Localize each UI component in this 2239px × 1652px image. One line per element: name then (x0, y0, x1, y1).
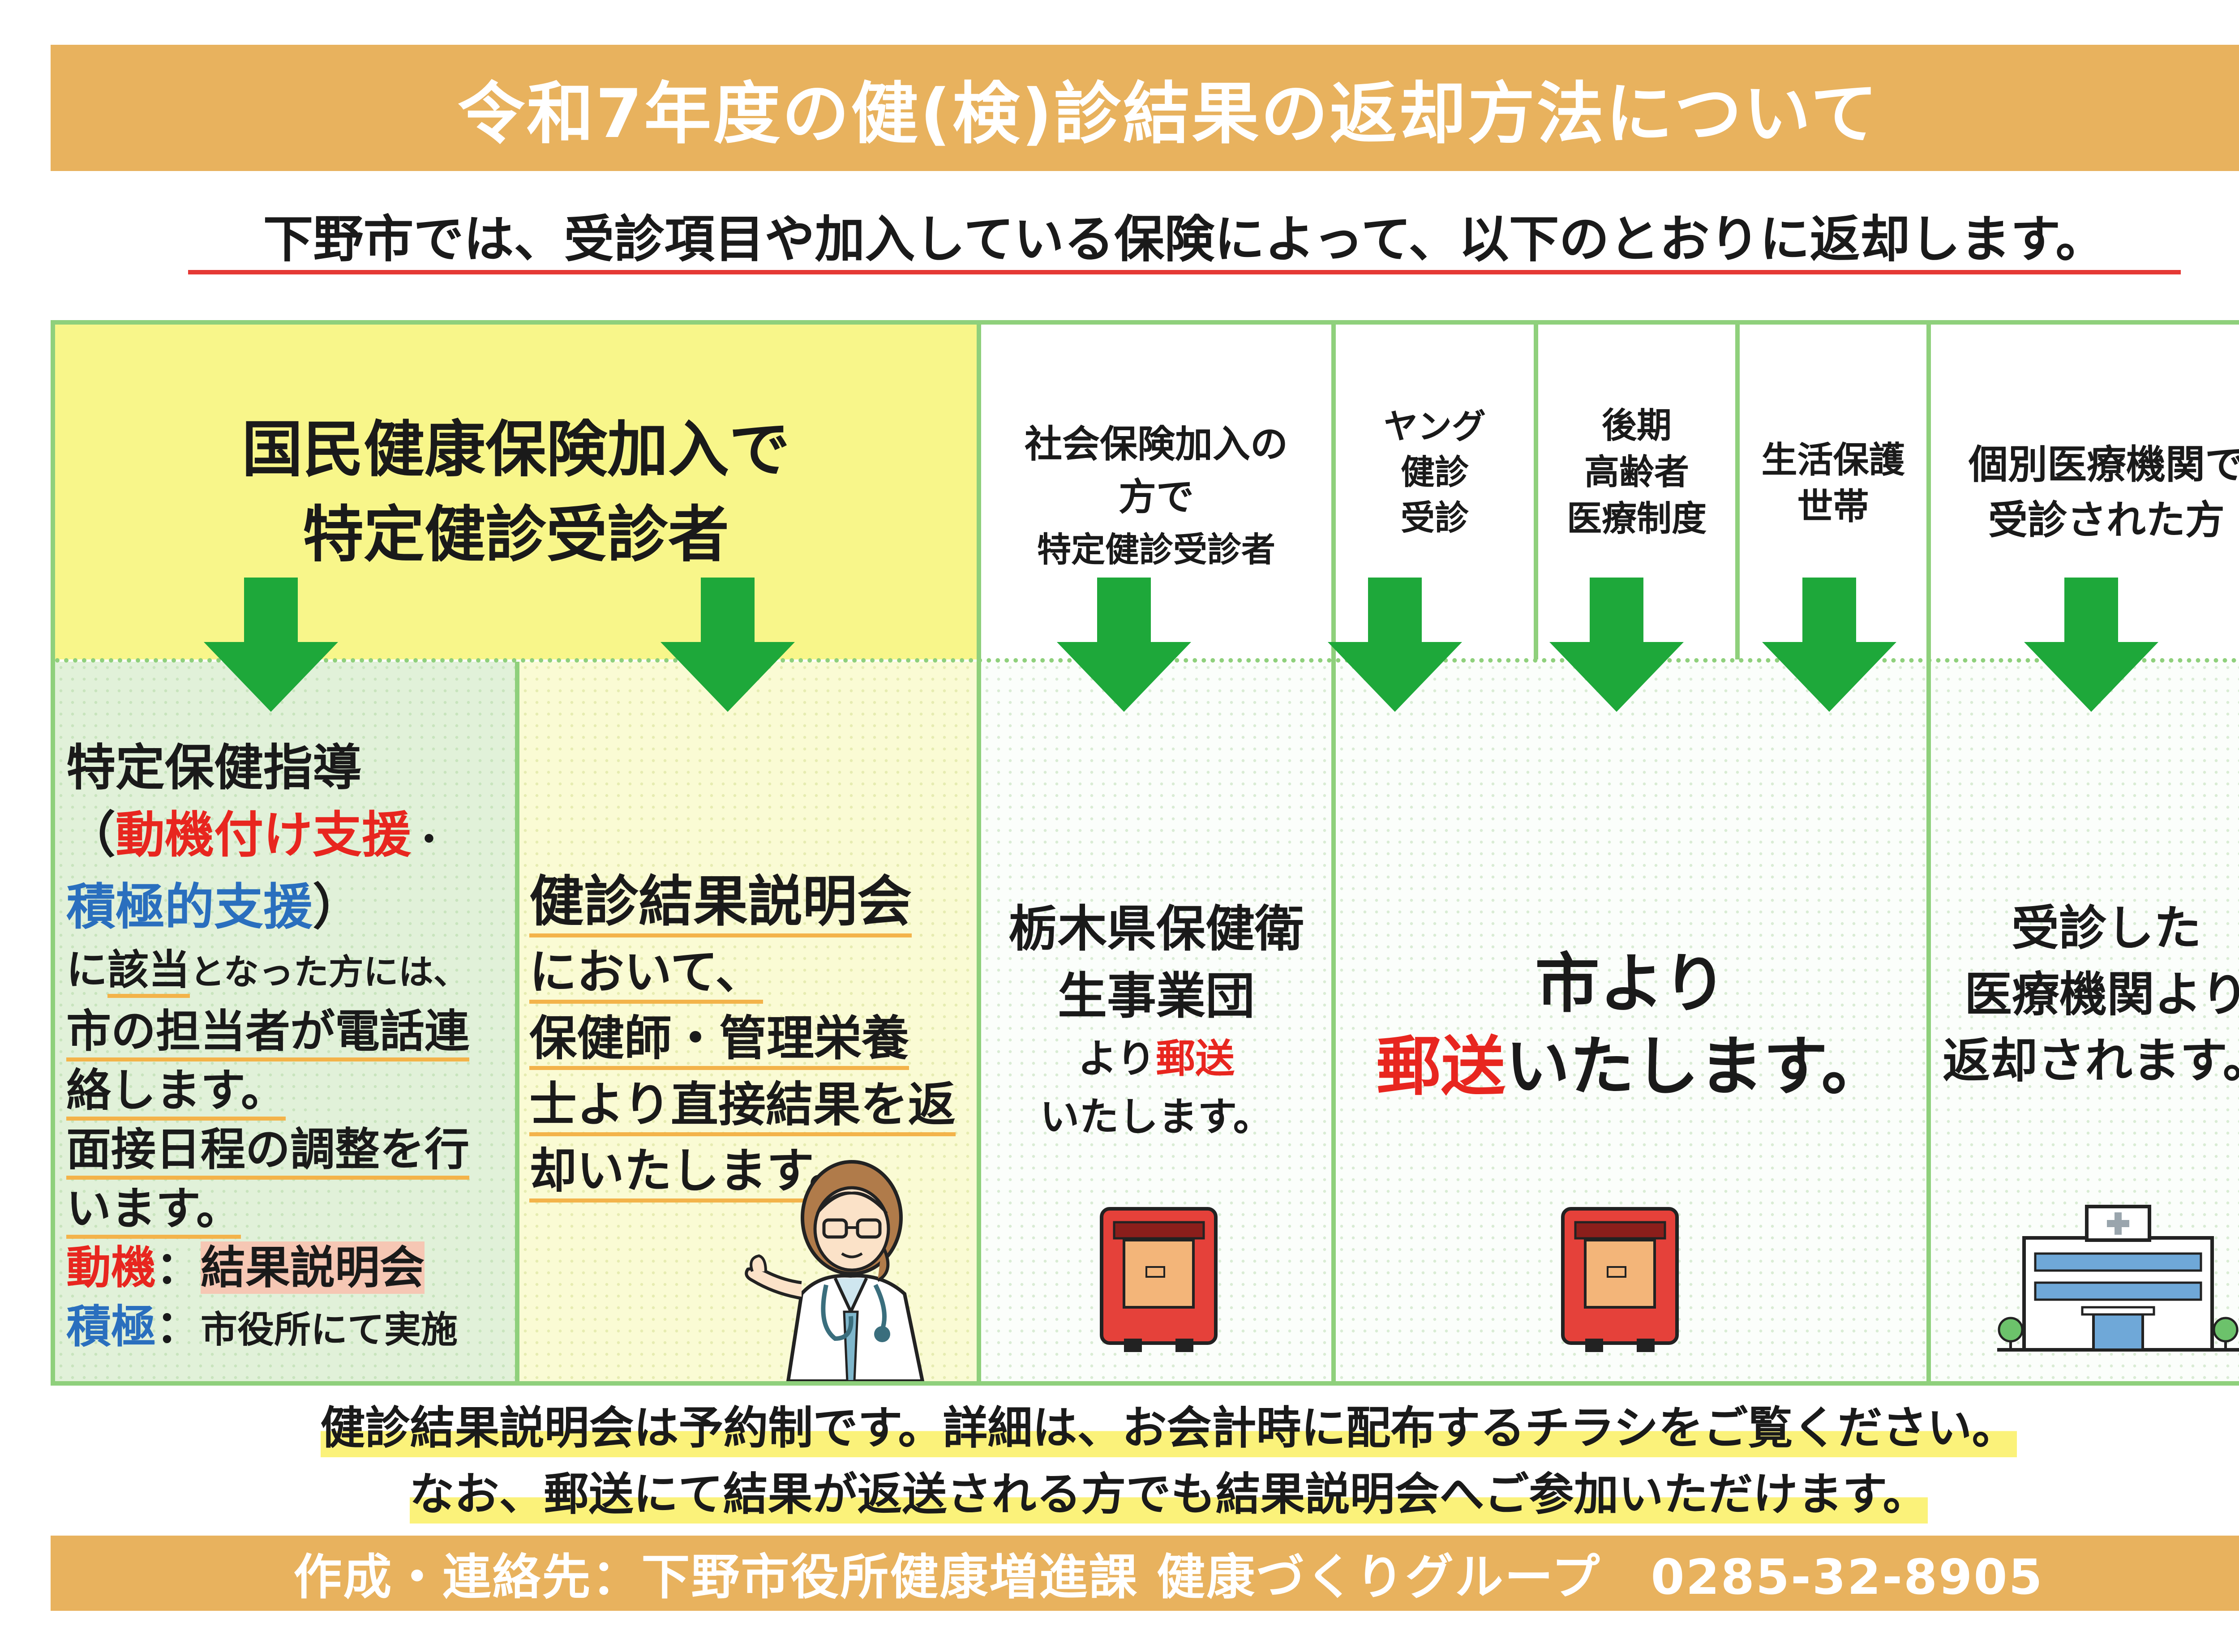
down-arrow-icon (661, 578, 795, 712)
postbox-icon (1558, 1204, 1681, 1357)
divider (1926, 325, 1931, 1386)
kokuho-heading: 国民健康保険加入で 特定健診受診者 (242, 415, 790, 570)
down-arrow-icon (204, 578, 338, 712)
notes: 健診結果説明会は予約制です。詳細は、お会計時に配布するチラシをご覧ください。 な… (51, 1399, 2239, 1529)
contact-info: 作成・連絡先：下野市役所健康増進課 健康づくりグループ 0285-32-8905 (293, 1549, 2044, 1605)
hospital-icon (1997, 1195, 2239, 1357)
note-reservation: 健診結果説明会は予約制です。詳細は、お会計時に配布するチラシをご覧ください。 (320, 1399, 2017, 1457)
clinic-result-panel: 受診した 医療機関より 返却されます。 (1943, 901, 2239, 1088)
page-title: 令和7年度の健(検)診結果の返却方法について (458, 75, 1879, 153)
note-participation: なお、郵送にて結果が返送される方でも結果説明会へご参加いただけます。 (409, 1465, 1928, 1524)
divider (515, 662, 519, 1386)
doctor-illustration (734, 1146, 967, 1383)
sekkyoku-shien: 積極的支援 (66, 878, 313, 936)
down-arrow-icon (2024, 578, 2158, 712)
down-arrow-icon (1762, 578, 1896, 712)
title-banner: 令和7年度の健(検)診結果の返却方法について (51, 45, 2239, 171)
doki-shien: 動機付け支援 (116, 806, 411, 864)
down-arrow-icon (1549, 578, 1684, 712)
shaho-panel-bg (981, 662, 1331, 1381)
down-arrow-icon (1057, 578, 1191, 712)
young-heading: ヤング 健診 受診 (1384, 407, 1486, 538)
tokutei-hoken-shido-panel: 特定保健指導 （動機付け支援・ 積極的支援） に該当となった方には、 市の担当者… (66, 734, 510, 1360)
setsumeikai-title: 健診結果説明会 (529, 870, 912, 937)
city-result-panel: 市より 郵送いたします。 (1376, 946, 1886, 1104)
seikatsu-heading: 生活保護 世帯 (1761, 439, 1905, 527)
divider (1735, 325, 1740, 659)
divider (1331, 325, 1336, 1386)
down-arrow-icon (1328, 578, 1462, 712)
divider (977, 325, 981, 1386)
tokutei-title: 特定保健指導 (66, 739, 362, 796)
kobetsu-heading: 個別医療機関で 受診された方 (1968, 441, 2239, 543)
shaho-result-panel: 栃木県保健衛 生事業団 より郵送 いたします。 (1008, 900, 1304, 1140)
shaho-heading: 社会保険加入の 方で 特定健診受診者 (1024, 422, 1288, 569)
kouki-heading: 後期 高齢者 医療制度 (1566, 406, 1707, 539)
postbox-icon (1097, 1204, 1220, 1357)
subtitle-underline (188, 270, 2181, 274)
kokuho-header (55, 325, 977, 659)
kekka-setsumeikai-panel: 健診結果説明会 において、 保健師・管理栄養 士より直接結果を返 却いたします。 (529, 864, 973, 1204)
divider (1534, 325, 1538, 659)
footer-banner: 作成・連絡先：下野市役所健康増進課 健康づくりグループ 0285-32-8905 (51, 1536, 2239, 1611)
mid-panel-bg (519, 662, 977, 1381)
page-subtitle: 下野市では、受診項目や加入している保険によって、以下のとおりに返却します。 (263, 210, 2106, 269)
